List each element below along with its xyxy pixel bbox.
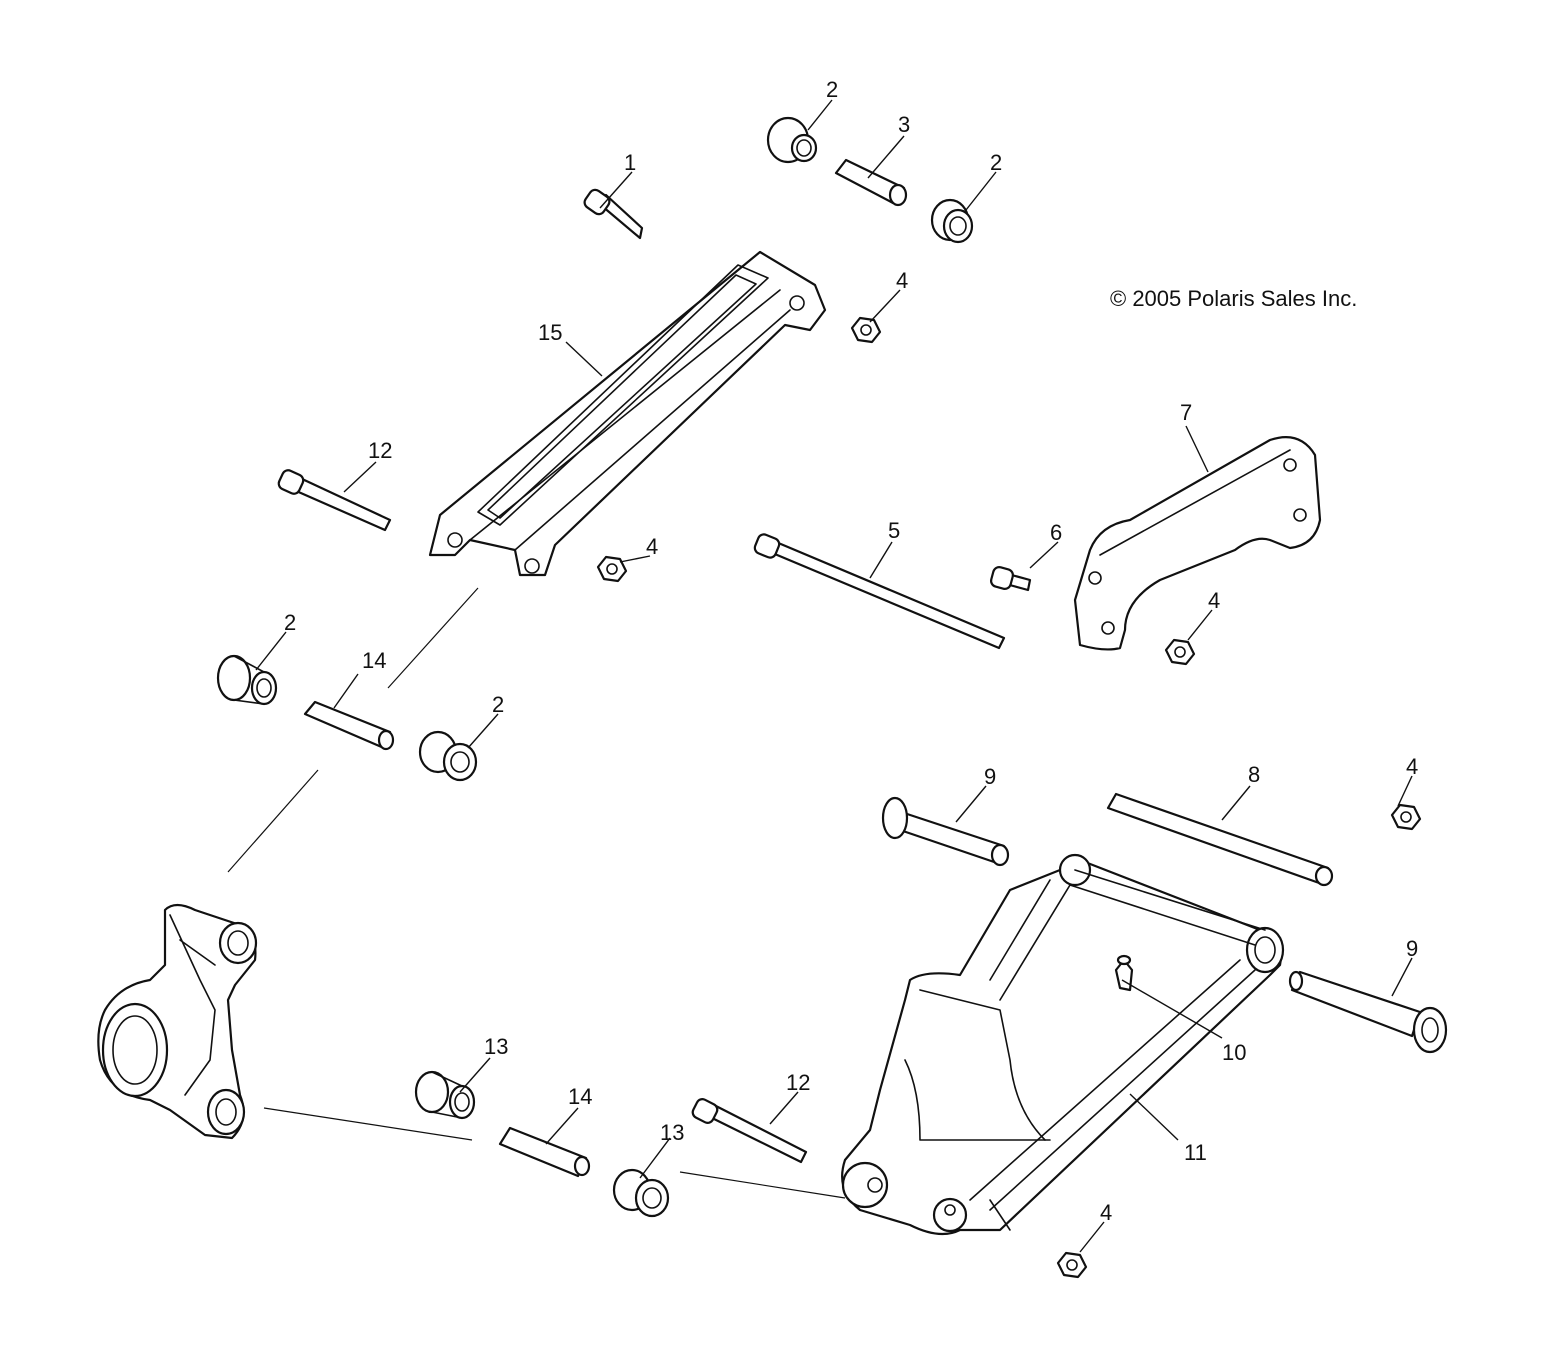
part-2-bushing-mid-left: [216, 654, 278, 706]
callout-2: 2: [826, 77, 838, 102]
callout-10: 10: [1222, 1040, 1246, 1065]
callout-4: 4: [896, 268, 908, 293]
part-6-short-bolt: [990, 566, 1032, 592]
callout-1: 1: [624, 150, 636, 175]
callout-13: 13: [660, 1120, 684, 1145]
part-5-long-bolt: [753, 533, 1006, 650]
callout-7: 7: [1180, 400, 1192, 425]
callout-11: 11: [1184, 1140, 1207, 1165]
part-1-bolt: [583, 188, 644, 240]
part-4-nut-far-right: [1390, 803, 1422, 831]
callout-4: 4: [646, 534, 658, 559]
part-8-rod: [1106, 792, 1334, 887]
callout-labels: 1 2 3 2 4 15 12 7 5 6 4 4 2 14 2 9 8 4 9…: [284, 77, 1418, 1225]
callout-14: 14: [568, 1084, 592, 1109]
part-2-bushing-top-left: [766, 116, 818, 164]
part-4-nut-bottom: [1056, 1251, 1088, 1279]
part-15-upper-link: [428, 250, 827, 577]
part-12-bolt-upper: [277, 469, 392, 532]
part-4-nut-top: [850, 316, 882, 344]
part-4-nut-right: [1164, 638, 1196, 666]
callout-2: 2: [284, 610, 296, 635]
part-3-sleeve: [834, 158, 908, 207]
callout-5: 5: [888, 518, 900, 543]
assembly-lines: [227, 587, 846, 1199]
callout-12: 12: [786, 1070, 810, 1095]
copyright-text: © 2005 Polaris Sales Inc.: [1110, 286, 1357, 311]
part-12-bolt-lower: [691, 1098, 808, 1164]
leader-lines: [255, 99, 1413, 1253]
callout-3: 3: [898, 112, 910, 137]
callout-13: 13: [484, 1034, 508, 1059]
part-13-bushing-right: [612, 1168, 670, 1218]
callout-2: 2: [492, 692, 504, 717]
callout-4: 4: [1208, 588, 1220, 613]
part-2-bushing-mid-right: [418, 730, 478, 782]
part-9-pin-upper: [881, 796, 1010, 867]
part-10-grease-fitting: [1114, 954, 1134, 992]
part-11-lower-arm: [841, 853, 1285, 1236]
part-9-pin-lower: [1288, 970, 1448, 1054]
callout-15: 15: [538, 320, 562, 345]
part-14-sleeve-lower: [498, 1126, 591, 1178]
callout-9: 9: [1406, 936, 1418, 961]
part-4-nut-mid: [596, 555, 628, 583]
part-7-bracket: [1073, 436, 1322, 651]
part-14-sleeve-upper: [303, 700, 395, 751]
callout-12: 12: [368, 438, 392, 463]
callout-4: 4: [1100, 1200, 1112, 1225]
callout-8: 8: [1248, 762, 1260, 787]
callout-2: 2: [990, 150, 1002, 175]
callout-4: 4: [1406, 754, 1418, 779]
knuckle: [97, 903, 258, 1140]
callout-9: 9: [984, 764, 996, 789]
part-13-bushing-left: [414, 1070, 476, 1120]
part-2-bushing-top-right: [930, 198, 974, 244]
callout-14: 14: [362, 648, 386, 673]
callout-6: 6: [1050, 520, 1062, 545]
